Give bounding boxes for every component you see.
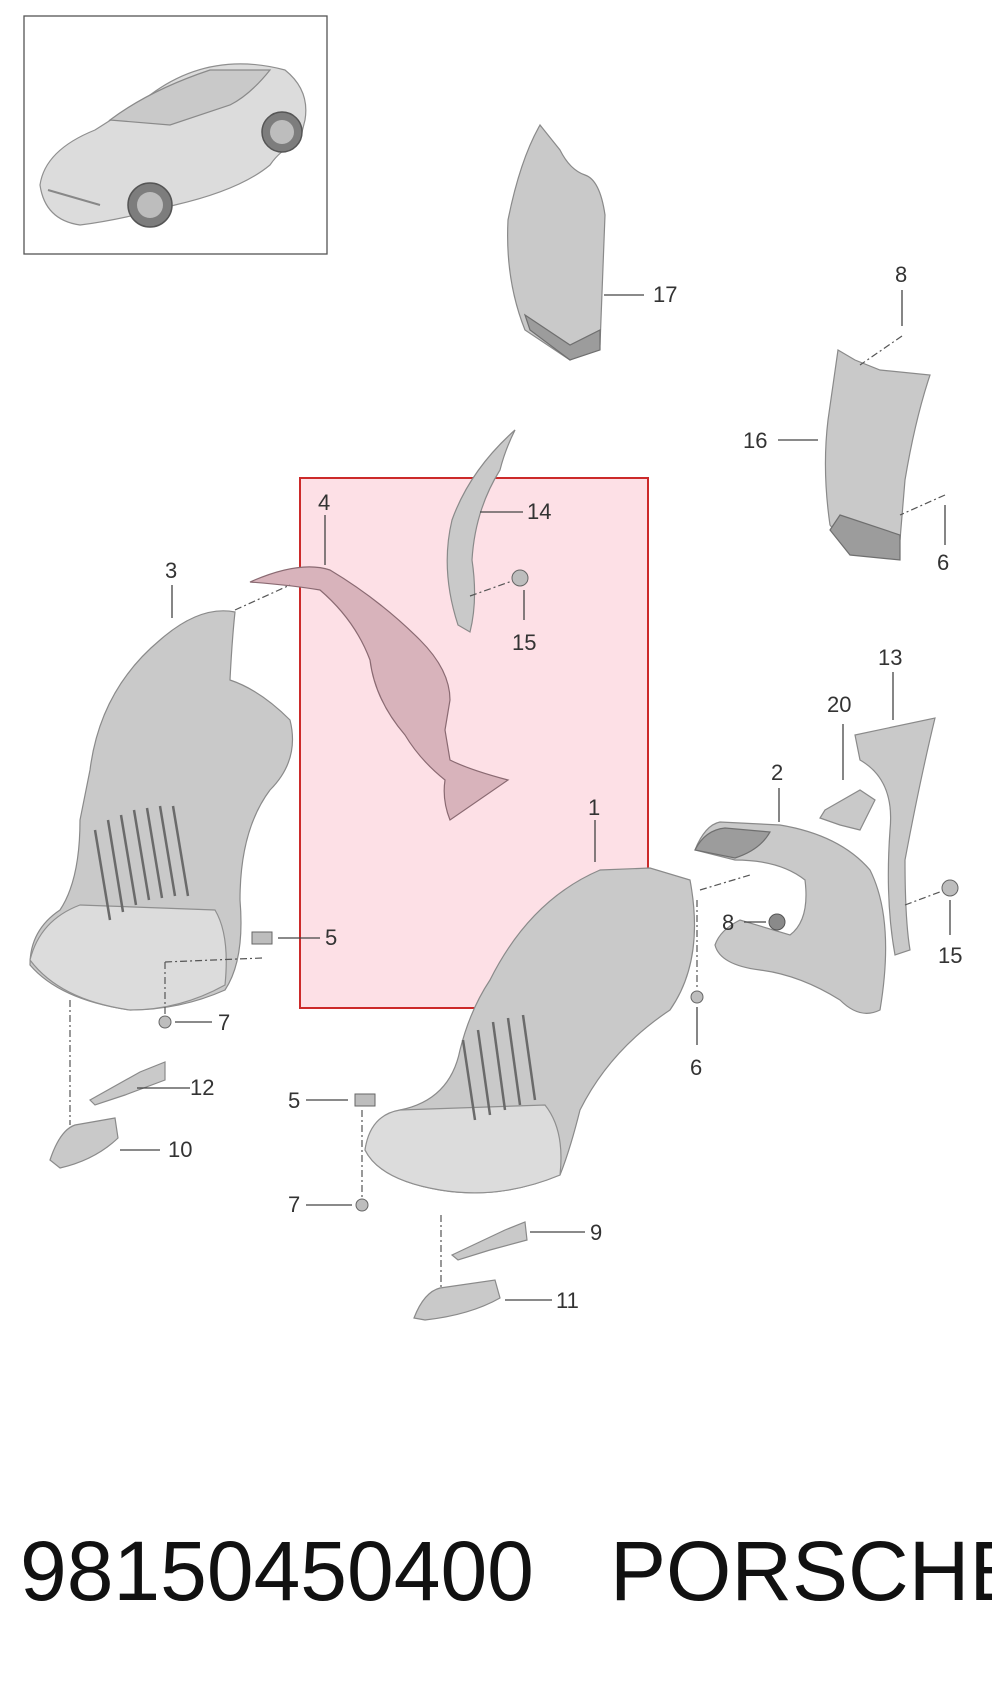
callout-7-right: 7 [288, 1192, 300, 1217]
callout-10: 10 [168, 1137, 192, 1162]
callout-16: 16 [743, 428, 767, 453]
callout-17: 17 [653, 282, 677, 307]
callout-15-mid: 15 [512, 630, 536, 655]
part-12-trim [89, 1061, 166, 1106]
part-4-liner[interactable] [249, 566, 510, 821]
footer-part-number: 98150450400 [20, 1524, 534, 1618]
part-20-bracket [819, 789, 876, 831]
callout-15-right: 15 [938, 943, 962, 968]
callout-3: 3 [165, 558, 177, 583]
part-17-liner [507, 123, 606, 361]
part-9-trim [450, 1221, 528, 1261]
callout-7-left: 7 [218, 1010, 230, 1035]
callout-5-right: 5 [288, 1088, 300, 1113]
callout-8-top: 8 [895, 262, 907, 287]
part-3-wheelarch-liner [29, 610, 294, 1011]
callout-5-left: 5 [325, 925, 337, 950]
callout-6-mid: 6 [690, 1055, 702, 1080]
callout-4: 4 [318, 490, 330, 515]
callout-14: 14 [527, 499, 551, 524]
part-16-liner [824, 349, 931, 561]
callout-13: 13 [878, 645, 902, 670]
part-2-liner [694, 821, 887, 1014]
callout-2: 2 [771, 760, 783, 785]
part-10-trim [49, 1117, 119, 1169]
callout-6-right: 6 [937, 550, 949, 575]
part-1-grille [461, 1014, 537, 1121]
part-3-grille [93, 805, 190, 921]
part-11-trim [413, 1279, 501, 1321]
part-14-trim [446, 429, 516, 633]
callout-20: 20 [827, 692, 851, 717]
part-13-strip [854, 717, 936, 956]
part-1-wheelarch-liner [364, 867, 696, 1194]
callout-8-right: 8 [722, 910, 734, 935]
footer-brand: PORSCHE [610, 1524, 992, 1618]
callout-9: 9 [590, 1220, 602, 1245]
callout-1: 1 [588, 795, 600, 820]
callout-11: 11 [556, 1288, 579, 1313]
callout-12: 12 [190, 1075, 214, 1100]
vehicle-thumbnail [23, 15, 328, 255]
